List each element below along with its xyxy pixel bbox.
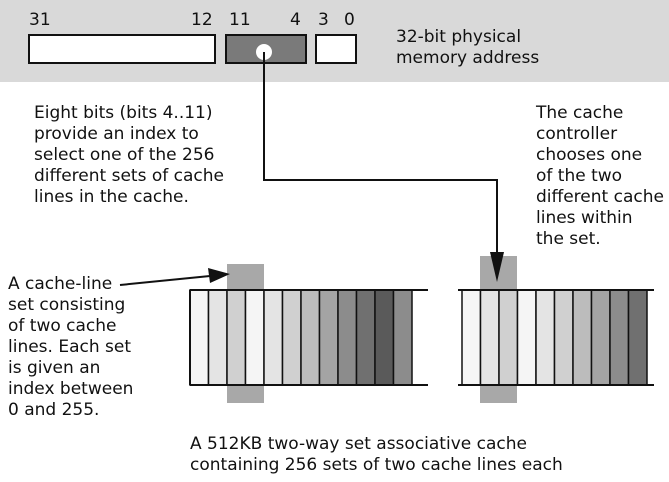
- index-note-line: provide an index to: [34, 124, 199, 144]
- set-pointer-arrowhead: [208, 268, 230, 283]
- address-caption-line: memory address: [396, 48, 540, 68]
- cache-line-cell: [263, 289, 284, 386]
- controller-note: The cache controller chooses one of the …: [536, 103, 664, 250]
- index-arrowhead: [490, 252, 504, 282]
- cache-line-cell: [498, 289, 519, 386]
- address-caption-line: 32-bit physical: [396, 27, 522, 47]
- index-note-line: Eight bits (bits 4..11): [34, 103, 213, 123]
- cache-line-cell: [226, 289, 247, 386]
- set-note-line: index between: [8, 379, 134, 399]
- cache-line-cell: [207, 289, 228, 386]
- controller-note-line: The cache: [536, 103, 624, 123]
- set-note-line: set consisting: [8, 295, 126, 315]
- left-cache-line-group: [189, 289, 413, 386]
- set-note: A cache-line set consisting of two cache…: [8, 274, 133, 421]
- cache-line-cell: [281, 289, 302, 386]
- bit-label-31: 31: [29, 10, 51, 30]
- controller-note-line: lines within: [536, 208, 633, 228]
- bit-label-12: 12: [191, 10, 213, 30]
- controller-note-line: of the two: [536, 166, 623, 186]
- cache-line-cell: [553, 289, 574, 386]
- cache-line-cell: [374, 289, 395, 386]
- right-cache-line-group: [461, 289, 648, 386]
- index-routing-line: [263, 52, 498, 253]
- cache-line-cell: [572, 289, 593, 386]
- cache-line-cell: [189, 289, 210, 386]
- set-note-line: of two cache: [8, 316, 117, 336]
- cache-caption-line: A 512KB two-way set associative cache: [190, 434, 527, 454]
- cache-line-cell: [355, 289, 376, 386]
- address-caption: 32-bit physical memory address: [396, 27, 539, 69]
- index-note-line: select one of the 256: [34, 145, 215, 165]
- set-note-line: is given an: [8, 358, 101, 378]
- cache-line-cell: [461, 289, 482, 386]
- cache-line-cell: [337, 289, 358, 386]
- tag-bits-field: [28, 34, 216, 64]
- controller-note-line: controller: [536, 124, 618, 144]
- index-note-line: lines in the cache.: [34, 187, 189, 207]
- cache-line-cell: [318, 289, 339, 386]
- cache-line-cell: [627, 289, 648, 386]
- cache-line-cell: [392, 289, 413, 386]
- cache-line-cell: [479, 289, 500, 386]
- index-note: Eight bits (bits 4..11) provide an index…: [34, 103, 224, 208]
- cache-frame: [189, 289, 654, 386]
- bit-label-3: 3: [318, 10, 329, 30]
- controller-note-line: chooses one: [536, 145, 643, 165]
- index-note-line: different sets of cache: [34, 166, 224, 186]
- cache-line-cell: [609, 289, 630, 386]
- set-note-line: 0 and 255.: [8, 400, 100, 420]
- bit-label-4: 4: [290, 10, 301, 30]
- offset-bits-field: [315, 34, 357, 64]
- cache-line-cell: [535, 289, 556, 386]
- set-note-line: lines. Each set: [8, 337, 132, 357]
- cache-line-cell: [590, 289, 611, 386]
- set-note-line: A cache-line: [8, 274, 113, 294]
- cache-line-cell: [516, 289, 537, 386]
- controller-note-line: the set.: [536, 229, 601, 249]
- cache-caption: A 512KB two-way set associative cache co…: [190, 434, 563, 476]
- cache-line-cell: [244, 289, 265, 386]
- bit-label-0: 0: [344, 10, 355, 30]
- set-pointer-line: [119, 275, 211, 286]
- controller-note-line: different cache: [536, 187, 664, 207]
- bit-label-11: 11: [229, 10, 251, 30]
- cache-caption-line: containing 256 sets of two cache lines e…: [190, 455, 563, 475]
- cache-line-cell: [300, 289, 321, 386]
